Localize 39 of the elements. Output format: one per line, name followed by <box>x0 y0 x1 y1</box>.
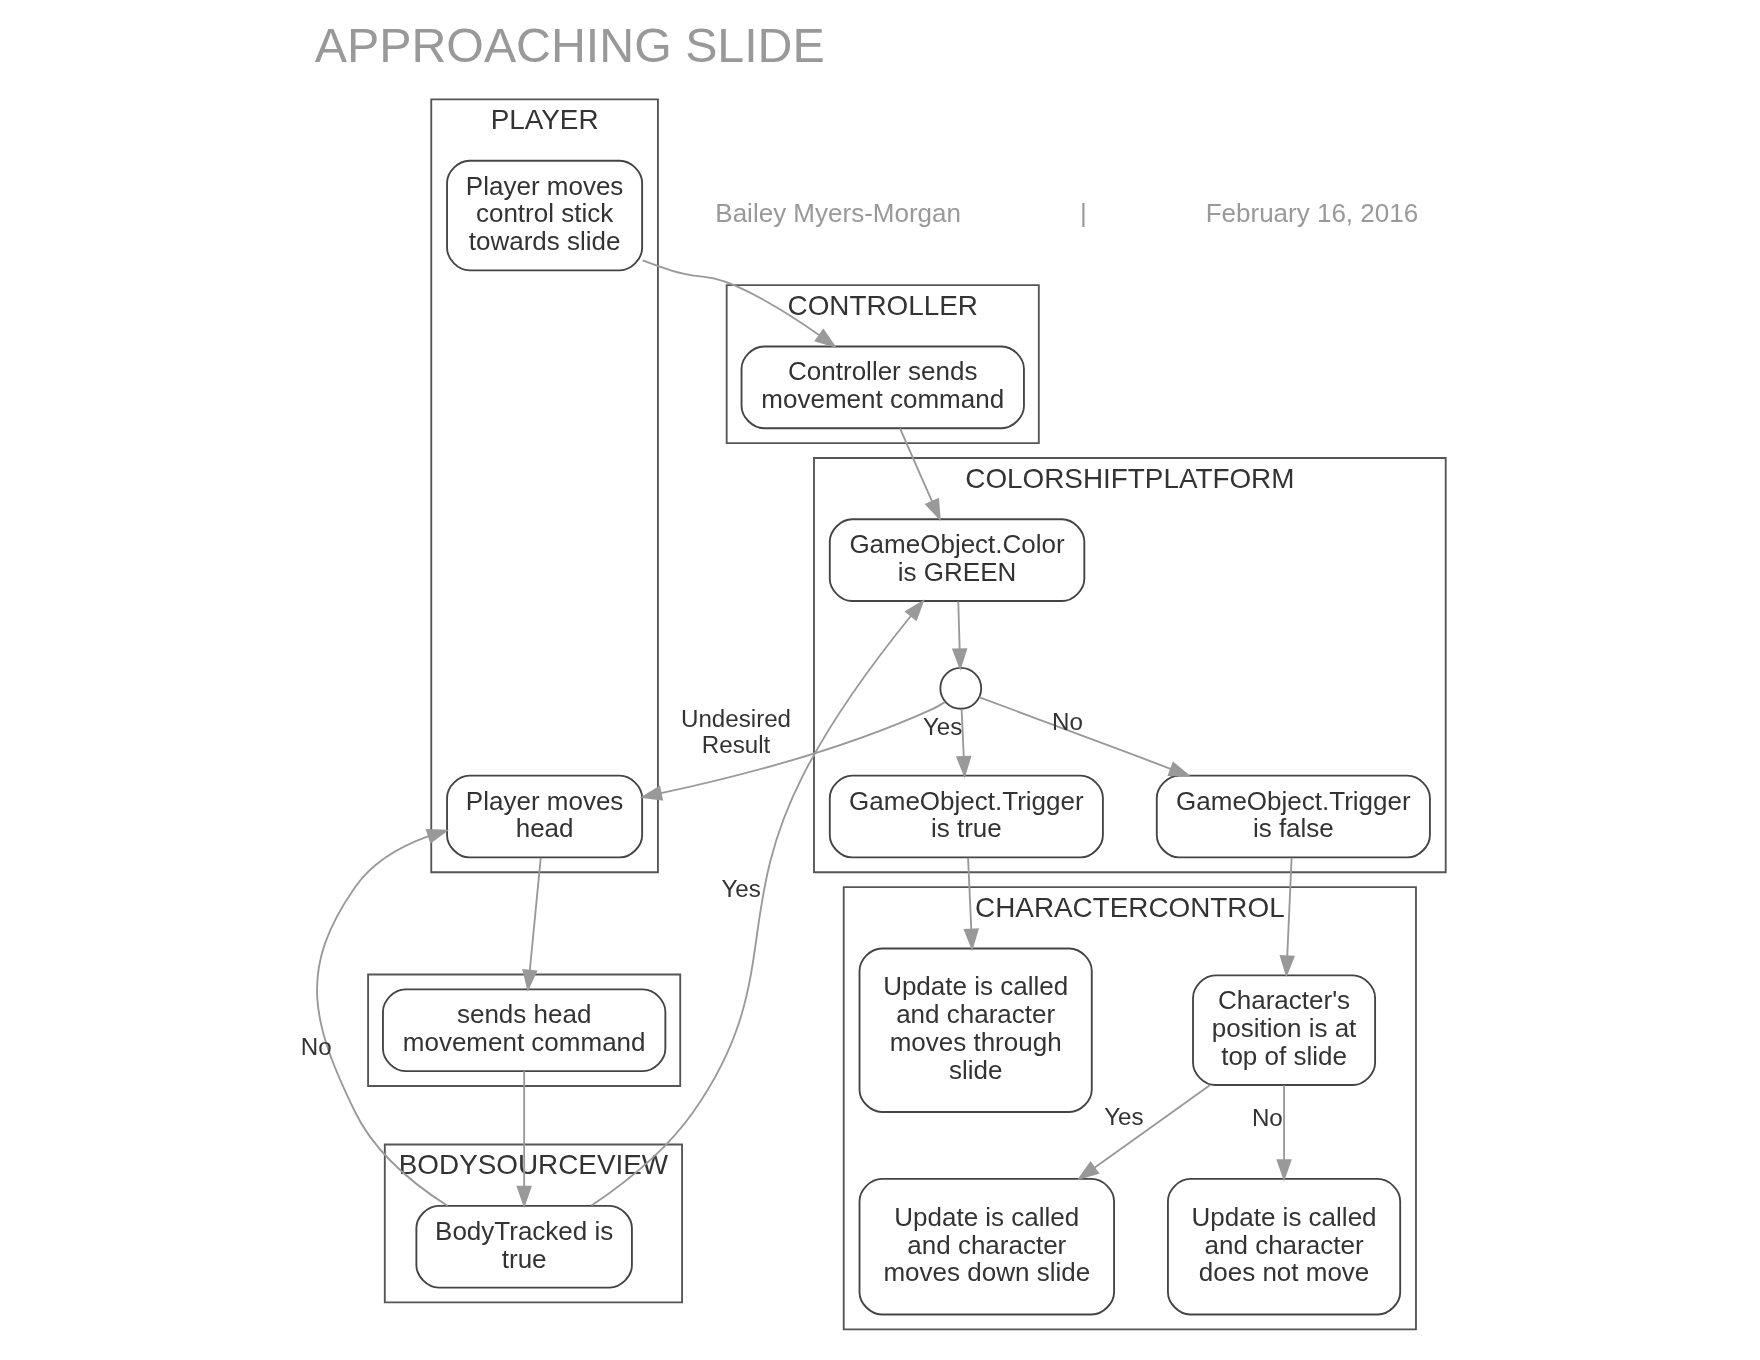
node-box: GameObject.Trigger is false <box>1155 774 1431 859</box>
edge-label: Undesired Result <box>681 704 792 758</box>
label: Bailey Myers-Morgan <box>715 198 961 229</box>
diagram-title: APPROACHING SLIDE <box>314 17 825 72</box>
label: February 16, 2016 <box>1205 198 1419 229</box>
edge-label: No <box>1251 1103 1283 1131</box>
arrow <box>899 427 941 522</box>
label: | <box>1080 198 1087 229</box>
arrow <box>1279 856 1296 978</box>
edge-label: Yes <box>922 713 963 741</box>
node-box: Player moves head <box>446 774 644 859</box>
edge-label: No <box>1052 707 1083 735</box>
edge-label: Yes <box>1104 1103 1144 1131</box>
node-box: GameObject.Color is GREEN <box>828 518 1086 602</box>
node-box: GameObject.Trigger is true <box>828 774 1104 859</box>
arrow <box>955 708 972 779</box>
node-box: BodyTracked is true <box>415 1204 633 1289</box>
arrow <box>316 828 450 1207</box>
node-box: sends head movement command <box>382 988 667 1073</box>
arrow <box>639 701 946 801</box>
cluster <box>367 973 682 1087</box>
node-box: Controller sends movement command <box>740 345 1025 430</box>
arrow <box>951 600 968 671</box>
node-box: Update is called and character moves down slide <box>858 1177 1115 1316</box>
node-circle <box>939 667 983 710</box>
arrow <box>978 696 1192 777</box>
edge-label: No <box>300 1033 332 1061</box>
arrow <box>641 259 837 348</box>
node-box: Update is called and character moves through slide <box>858 947 1093 1113</box>
edge-label: Yes <box>721 874 761 902</box>
node-box: Player moves control stick towards slide <box>446 159 644 272</box>
arrow <box>590 599 925 1207</box>
node-box: Character's position is at top of slide <box>1192 974 1377 1086</box>
arrow <box>963 856 980 951</box>
node-box: Update is called and character does not move <box>1167 1177 1402 1316</box>
arrow <box>516 1070 532 1209</box>
arrow <box>1276 1084 1292 1182</box>
arrow <box>522 856 542 992</box>
arrow <box>1076 1084 1211 1181</box>
